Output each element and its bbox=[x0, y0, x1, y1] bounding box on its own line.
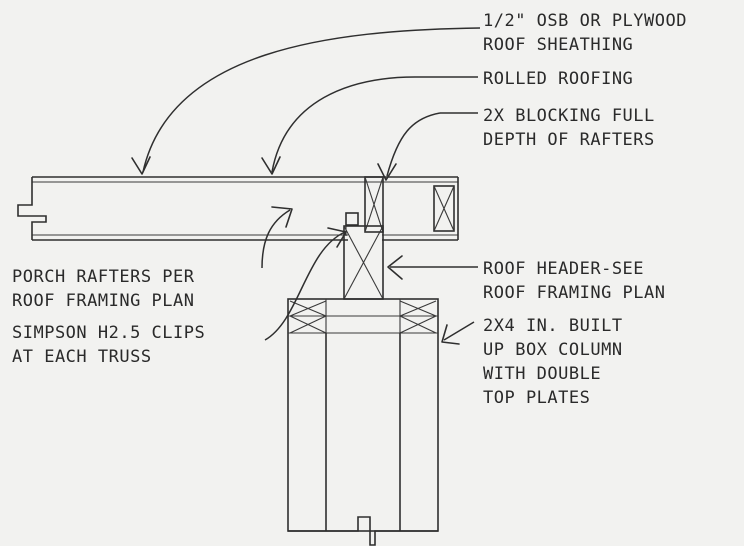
clips-label-line-2: AT EACH TRUSS bbox=[12, 347, 152, 367]
porch-rafters-label-line-2: ROOF FRAMING PLAN bbox=[12, 291, 195, 311]
clips-leader bbox=[264, 227, 347, 341]
porch-rafter bbox=[17, 176, 459, 241]
sheathing-leader bbox=[131, 27, 481, 175]
column-outline bbox=[287, 298, 439, 532]
rolled-roofing-leader bbox=[261, 76, 478, 175]
box-column-label-line-2: UP BOX COLUMN bbox=[483, 340, 623, 360]
box-column-leader bbox=[441, 321, 475, 345]
roof-header-leader bbox=[387, 255, 478, 280]
blocking-label-line-2: DEPTH OF RAFTERS bbox=[483, 130, 655, 150]
roof-header bbox=[343, 225, 384, 300]
box-column-label-line-1: 2X4 IN. BUILT bbox=[483, 316, 623, 336]
box-column bbox=[287, 298, 439, 532]
rolled-roofing-label: ROLLED ROOFING bbox=[483, 69, 633, 89]
roof-header-label-line-1: ROOF HEADER-SEE bbox=[483, 259, 644, 279]
blocking-leader bbox=[377, 112, 478, 181]
box-column-label-line-3: WITH DOUBLE bbox=[483, 364, 601, 384]
porch-rafters-leader bbox=[261, 206, 293, 269]
roof-header-label-line-2: ROOF FRAMING PLAN bbox=[483, 283, 666, 303]
porch-rafters-label-line-1: PORCH RAFTERS PER bbox=[12, 267, 195, 287]
sheathing-label-line-1: 1/2" OSB OR PLYWOOD bbox=[483, 11, 687, 31]
blocking-label-line-1: 2X BLOCKING FULL bbox=[483, 106, 655, 126]
rafter-break-line bbox=[17, 177, 47, 240]
column-break-line bbox=[288, 516, 438, 546]
end-blocking bbox=[433, 185, 455, 232]
sheathing-label-line-2: ROOF SHEATHING bbox=[483, 35, 633, 55]
clips-label-line-1: SIMPSON H2.5 CLIPS bbox=[12, 323, 205, 343]
box-column-label-line-4: TOP PLATES bbox=[483, 388, 590, 408]
2x-blocking bbox=[364, 176, 384, 233]
